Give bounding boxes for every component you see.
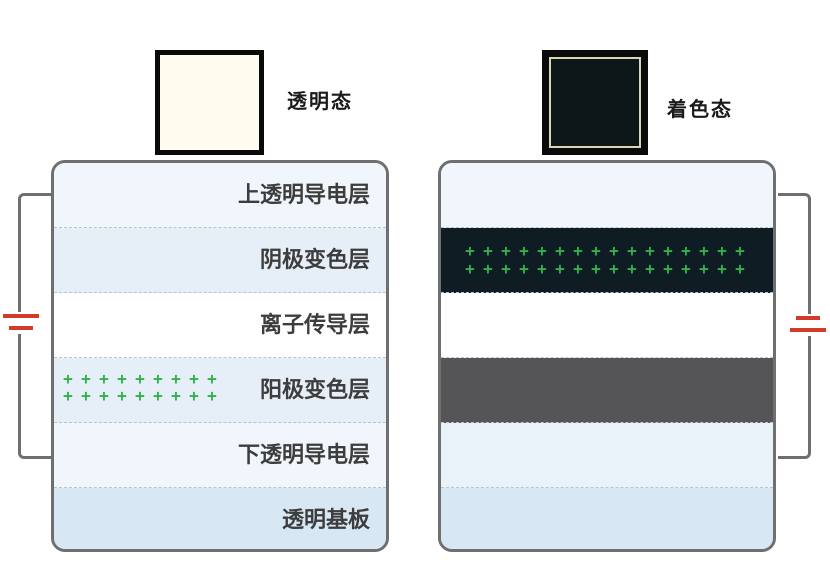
layer-label: 阳极变色层 [259, 378, 370, 403]
right-layer-top-conductor [441, 163, 773, 228]
layer-label: 上透明导电层 [237, 183, 370, 208]
positive-charge-icon: + [555, 241, 565, 260]
left-battery-plate-long [3, 314, 39, 318]
positive-charge-icon: + [591, 241, 601, 260]
positive-charge-icon: + [99, 369, 109, 388]
right-layer-anode [441, 358, 773, 423]
left-device-stack: 上透明导电层 阴极变色层 离子传导层 ++++++++++++++++++ 阳极… [51, 160, 389, 552]
layer-label: 下透明导电层 [237, 443, 370, 468]
positive-charge-icon: + [207, 369, 217, 388]
positive-charge-icon: + [699, 241, 709, 260]
left-layer-substrate: 透明基板 [54, 488, 386, 549]
right-battery-plate-short [796, 316, 820, 320]
positive-charge-icon: + [153, 386, 163, 405]
positive-charge-icon: + [135, 369, 145, 388]
transparent-state-swatch [155, 50, 264, 155]
positive-charge-icon: + [519, 241, 529, 260]
positive-charge-icon: + [537, 241, 547, 260]
positive-charge-icon: + [519, 259, 529, 278]
positive-charge-icon: + [483, 241, 493, 260]
positive-charge-icon: + [663, 259, 673, 278]
right-layer-bottom-conductor [441, 423, 773, 488]
positive-charge-icon: + [153, 369, 163, 388]
positive-charge-icon: + [609, 241, 619, 260]
positive-charge-icon: + [735, 259, 745, 278]
left-layer-top-conductor: 上透明导电层 [54, 163, 386, 228]
positive-charge-icon: + [555, 259, 565, 278]
right-device-stack: ++++++++++++++++++++++++++++++++ [438, 160, 776, 552]
positive-charge-icon: + [81, 369, 91, 388]
positive-charge-icon: + [501, 259, 511, 278]
positive-charge-icon: + [483, 259, 493, 278]
left-anode-charges: ++++++++++++++++++ [59, 370, 221, 404]
right-layer-ion-conductor [441, 293, 773, 358]
colored-state-swatch [542, 50, 648, 155]
right-layer-cathode: ++++++++++++++++++++++++++++++++ [441, 228, 773, 293]
right-layer-substrate [441, 488, 773, 549]
positive-charge-icon: + [699, 259, 709, 278]
positive-charge-icon: + [591, 259, 601, 278]
positive-charge-icon: + [207, 386, 217, 405]
layer-label: 离子传导层 [259, 313, 370, 338]
left-layer-bottom-conductor: 下透明导电层 [54, 423, 386, 488]
positive-charge-icon: + [681, 259, 691, 278]
positive-charge-icon: + [501, 241, 511, 260]
left-layer-ion-conductor: 离子传导层 [54, 293, 386, 358]
positive-charge-icon: + [735, 241, 745, 260]
layer-label: 透明基板 [281, 508, 370, 533]
positive-charge-icon: + [465, 259, 475, 278]
positive-charge-icon: + [63, 369, 73, 388]
positive-charge-icon: + [609, 259, 619, 278]
positive-charge-icon: + [135, 386, 145, 405]
positive-charge-icon: + [537, 259, 547, 278]
positive-charge-icon: + [681, 241, 691, 260]
positive-charge-icon: + [117, 386, 127, 405]
colored-swatch-glass [549, 57, 641, 148]
positive-charge-icon: + [627, 241, 637, 260]
positive-charge-icon: + [99, 386, 109, 405]
positive-charge-icon: + [663, 241, 673, 260]
positive-charge-icon: + [627, 259, 637, 278]
layer-label: 阴极变色层 [259, 248, 370, 273]
left-battery-plate-short [9, 326, 33, 330]
positive-charge-icon: + [573, 241, 583, 260]
right-cathode-charges: ++++++++++++++++++++++++++++++++ [461, 242, 749, 278]
positive-charge-icon: + [189, 386, 199, 405]
transparent-state-label: 透明态 [287, 89, 353, 113]
positive-charge-icon: + [171, 369, 181, 388]
positive-charge-icon: + [573, 259, 583, 278]
positive-charge-icon: + [645, 259, 655, 278]
positive-charge-icon: + [717, 241, 727, 260]
positive-charge-icon: + [81, 386, 91, 405]
positive-charge-icon: + [63, 386, 73, 405]
colored-state-label: 着色态 [667, 97, 733, 121]
positive-charge-icon: + [465, 241, 475, 260]
positive-charge-icon: + [189, 369, 199, 388]
positive-charge-icon: + [117, 369, 127, 388]
left-layer-anode: ++++++++++++++++++ 阳极变色层 [54, 358, 386, 423]
right-battery-plate-long [790, 328, 826, 332]
positive-charge-icon: + [171, 386, 181, 405]
positive-charge-icon: + [717, 259, 727, 278]
positive-charge-icon: + [645, 241, 655, 260]
left-layer-cathode: 阴极变色层 [54, 228, 386, 293]
